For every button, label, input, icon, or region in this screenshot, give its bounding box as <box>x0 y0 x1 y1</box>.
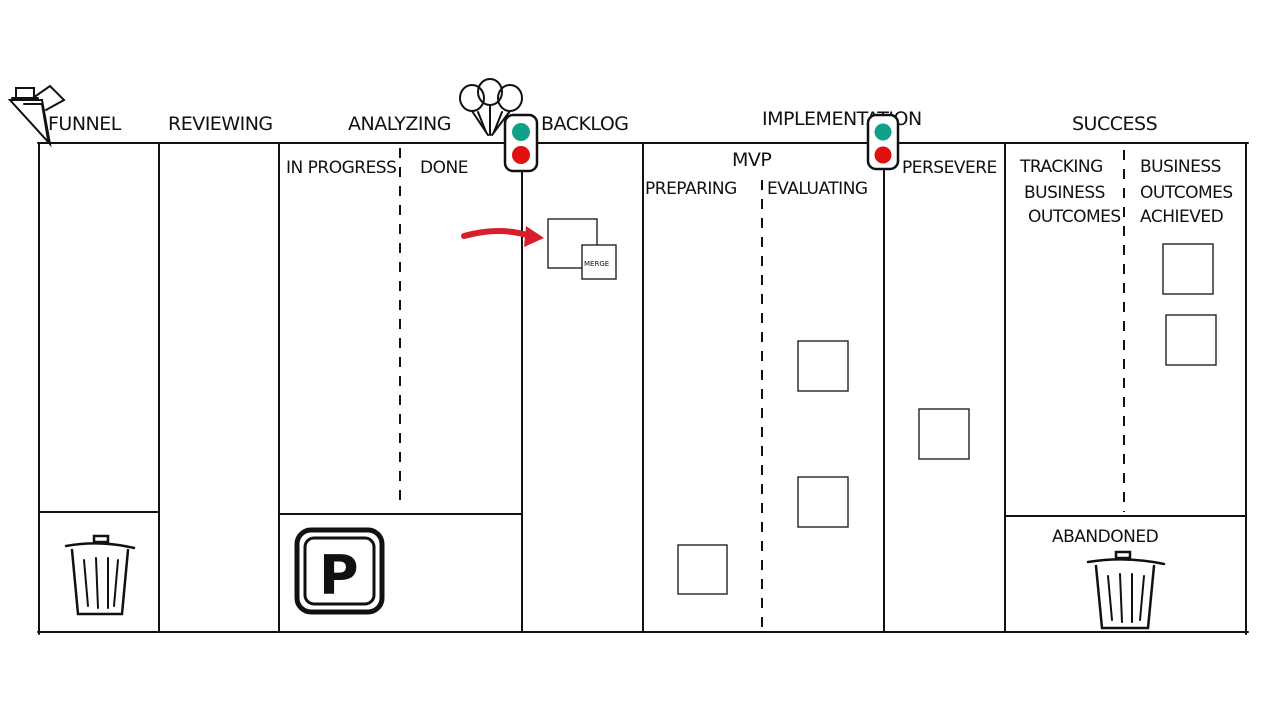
sub-header-preparing: PREPARING <box>645 179 737 199</box>
board-frame <box>37 142 1249 635</box>
column-header-analyzing: ANALYZING <box>348 113 451 135</box>
sub-header-persevere: PERSEVERE <box>902 158 997 178</box>
balloons-icon <box>459 78 523 136</box>
merge-card-label: MERGE <box>584 260 609 268</box>
traffic-light-icon-implementation <box>866 113 900 171</box>
sub-header-tracking-line-3: OUTCOMES <box>1028 207 1121 227</box>
trash-can-icon <box>64 534 136 616</box>
column-header-success: SUCCESS <box>1072 113 1157 135</box>
sub-header-in-progress: IN PROGRESS <box>286 158 396 178</box>
outcomes-achieved-card[interactable] <box>1165 314 1217 366</box>
funnel-icon <box>7 84 66 148</box>
sub-header-achieved-line-3: ACHIEVED <box>1140 207 1224 227</box>
evaluating-card[interactable] <box>797 476 849 528</box>
sub-header-mvp: MVP <box>732 149 771 171</box>
trash-can-icon-abandoned <box>1086 550 1166 630</box>
sub-header-done: DONE <box>420 158 468 178</box>
traffic-light-icon <box>503 113 539 173</box>
arrow-icon <box>461 226 544 247</box>
parking-sign-letter: P <box>319 544 359 607</box>
preparing-card[interactable] <box>677 544 728 595</box>
abandoned-label: ABANDONED <box>1052 527 1159 547</box>
sub-header-achieved-line-1: BUSINESS <box>1140 157 1221 177</box>
sub-header-tracking-line-1: TRACKING <box>1019 157 1103 177</box>
sub-header-tracking-line-2: BUSINESS <box>1024 183 1105 203</box>
sub-header-achieved-line-2: OUTCOMES <box>1140 183 1233 203</box>
column-header-reviewing: REVIEWING <box>168 113 273 135</box>
persevere-card[interactable] <box>918 408 970 460</box>
evaluating-card[interactable] <box>797 340 849 392</box>
parking-sign-icon: P <box>294 527 385 615</box>
merge-card[interactable] <box>581 244 617 280</box>
column-header-funnel: FUNNEL <box>48 113 122 135</box>
sub-header-evaluating: EVALUATING <box>767 179 868 199</box>
column-header-backlog: BACKLOG <box>541 113 629 135</box>
outcomes-achieved-card[interactable] <box>1162 243 1214 295</box>
